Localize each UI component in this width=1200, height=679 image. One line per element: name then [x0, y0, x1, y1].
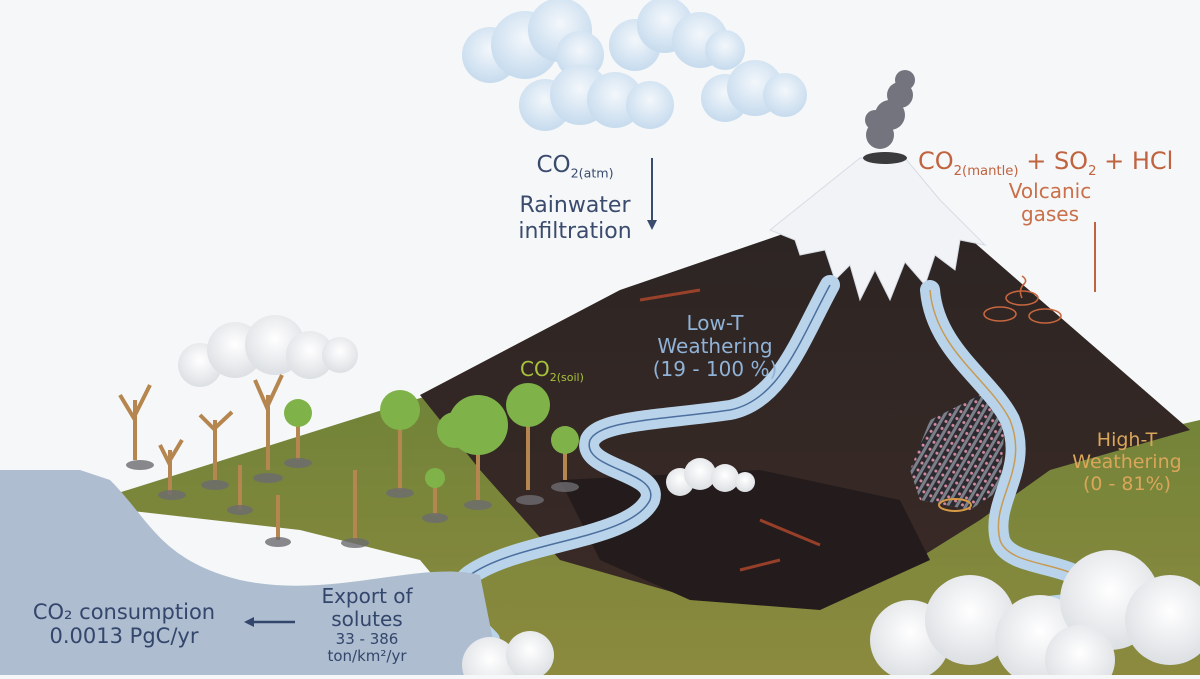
high-t-weathering-label: High-T Weathering (0 - 81%)	[1072, 429, 1182, 495]
steam-cloud	[666, 458, 755, 496]
low-t-weathering-label: Low-T Weathering (19 - 100 %)	[652, 311, 778, 381]
mantle-gases-formula: CO2(mantle) + SO2 + HCl	[918, 147, 1174, 179]
bottom-clouds	[462, 550, 1200, 679]
trees	[118, 374, 579, 548]
sky-clouds	[462, 0, 807, 131]
volcanic-gases-label: Volcanic gases	[1008, 179, 1092, 226]
high-t-zone	[910, 395, 1005, 510]
water-body	[0, 470, 500, 675]
soil-co2-label: CO2(soil)	[520, 357, 584, 384]
co2-consumption-label: CO₂ consumption 0.0013 PgC/yr	[32, 600, 216, 649]
snow-cap	[769, 157, 987, 302]
rainwater-infiltration-label: Rainwater infiltration	[518, 193, 632, 244]
crater	[863, 152, 907, 164]
export-of-solutes-label: Export of solutes 33 - 386 ton/km²/yr	[321, 584, 413, 666]
gas-vent-icons	[983, 275, 1062, 324]
left-cloud	[178, 315, 358, 387]
smoke-plume	[865, 70, 915, 149]
atmospheric-co2-label: CO2(atm) Rainwater infiltration	[510, 152, 640, 244]
